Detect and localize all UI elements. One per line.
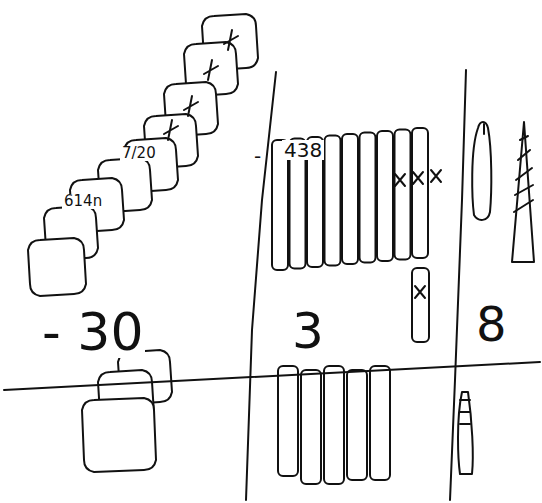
cross-out xyxy=(431,170,441,182)
handwritten-label: - 30 xyxy=(40,306,145,358)
hundred-flat xyxy=(82,398,156,472)
ten-rod xyxy=(412,128,428,258)
cross-out xyxy=(413,172,423,184)
ten-rod xyxy=(324,366,344,484)
ten-rod xyxy=(360,133,376,263)
ten-rod xyxy=(412,268,429,342)
unit-stack xyxy=(512,122,534,262)
cross-out xyxy=(204,60,218,80)
ten-rod xyxy=(347,370,367,480)
column-divider xyxy=(246,72,276,500)
handwritten-label: 7/20 xyxy=(120,146,158,161)
ten-rod xyxy=(370,366,390,480)
cross-out xyxy=(395,174,405,186)
unit-marks xyxy=(460,400,470,424)
hundred-flat xyxy=(28,238,86,296)
unit-cube xyxy=(483,124,485,134)
cross-out xyxy=(164,120,178,140)
ten-rod xyxy=(278,366,298,476)
handwritten-label: 614n xyxy=(62,194,104,209)
ten-rod xyxy=(325,136,341,266)
total-line xyxy=(4,362,540,390)
ten-rod xyxy=(301,370,321,484)
ten-rod xyxy=(377,131,393,261)
tens-rods xyxy=(272,128,441,484)
cross-out xyxy=(224,30,238,50)
handwritten-label: 3 xyxy=(290,306,326,356)
handwritten-label: 438 xyxy=(282,140,324,160)
ten-rod xyxy=(395,130,411,260)
handwritten-label: - xyxy=(252,146,263,166)
unit-stack xyxy=(458,392,473,474)
unit-cube xyxy=(472,122,491,220)
unit-marks xyxy=(514,136,533,212)
ten-rod xyxy=(342,134,358,264)
hundreds-flats xyxy=(28,14,258,472)
cross-out xyxy=(415,286,425,298)
cross-out xyxy=(184,96,198,116)
handwritten-label: 8 xyxy=(474,300,509,348)
